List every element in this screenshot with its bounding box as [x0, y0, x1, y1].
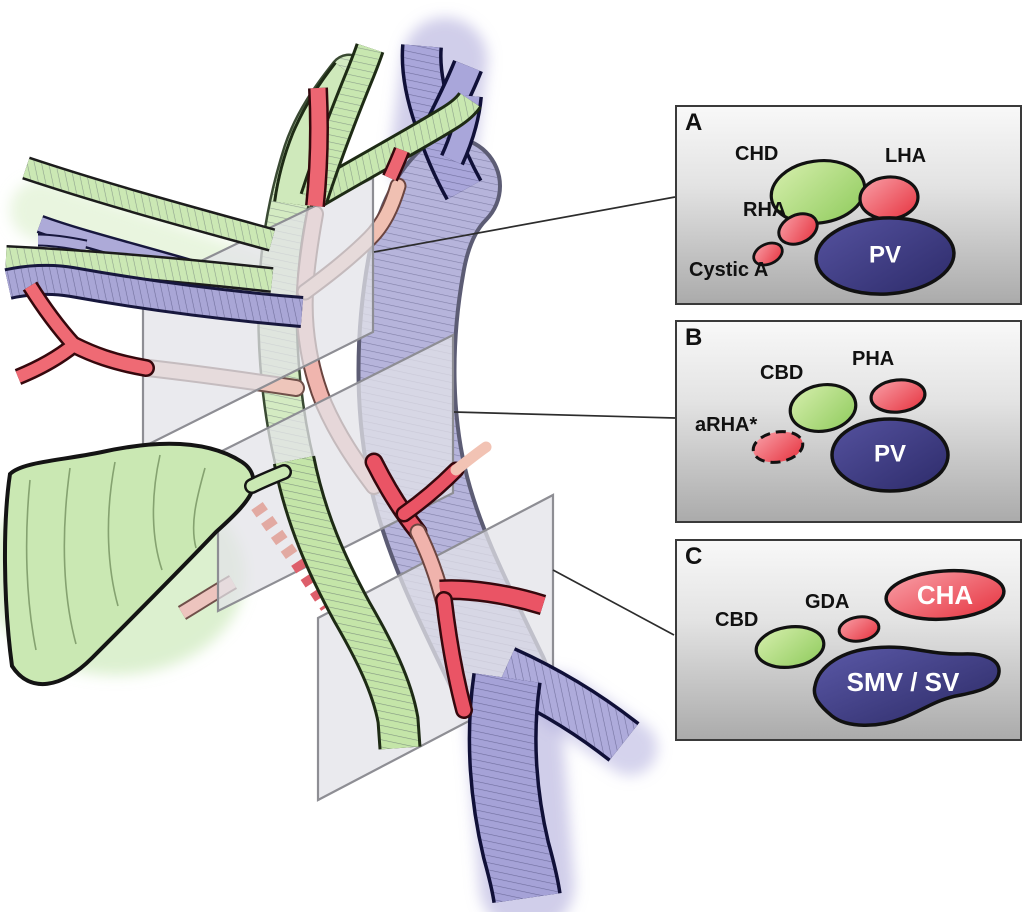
- panel-a-label: A: [685, 109, 703, 136]
- gda-label: GDA: [805, 591, 850, 613]
- cbd-label-c: CBD: [715, 609, 759, 631]
- cystic-artery-ellipse: [752, 241, 784, 267]
- gallbladder: [3, 441, 256, 687]
- arha-dashed-ellipse: [751, 430, 805, 464]
- cross-section-panel-a: A CHD LHA RHA Cystic A PV: [675, 105, 1022, 305]
- accessory-rha-dashed: [251, 501, 333, 611]
- connector-line-c: [552, 569, 675, 636]
- cha-ellipse: [884, 568, 1006, 622]
- panel-c-label: C: [685, 543, 703, 570]
- lha-label: LHA: [885, 145, 927, 167]
- common-hepatic-artery-stub: [439, 579, 547, 616]
- connector-lines: [373, 196, 676, 636]
- panel-b-label: B: [685, 324, 703, 351]
- cross-section-panel-c: C CBD GDA CHA SMV / SV: [675, 539, 1022, 741]
- artery-bright-crossing: [364, 441, 492, 613]
- pha-ellipse: [869, 378, 927, 414]
- rha-label: RHA: [743, 199, 787, 221]
- pv-ellipse: [814, 216, 956, 296]
- cbd-ellipse: [788, 383, 858, 433]
- pv-label-b: PV: [873, 440, 907, 468]
- artery-left-fork: [14, 281, 155, 385]
- smv-sv-blob: [812, 645, 1001, 727]
- cbd-ellipse-c: [754, 625, 826, 669]
- artery-top-stubs: [305, 87, 410, 208]
- chd-label: CHD: [735, 143, 779, 165]
- cross-section-panel-b: B CBD PHA aRHA* PV: [675, 320, 1022, 523]
- smv-sv-label: SMV / SV: [846, 666, 960, 697]
- cbd-label: CBD: [760, 362, 804, 384]
- connector-line-b: [453, 411, 676, 419]
- connector-line-a: [373, 196, 676, 253]
- vessels-front: [3, 43, 640, 904]
- arha-label: aRHA*: [695, 414, 758, 436]
- cha-label: CHA: [916, 579, 974, 610]
- lha-ellipse: [858, 175, 920, 221]
- gastroduodenal-artery: [435, 591, 473, 719]
- pv-ellipse-b: [830, 417, 950, 493]
- pha-label: PHA: [852, 348, 895, 370]
- rha-ellipse: [777, 212, 819, 246]
- cystic-artery-label: Cystic A: [689, 259, 769, 281]
- gda-ellipse: [837, 615, 881, 643]
- pv-label: PV: [868, 241, 902, 269]
